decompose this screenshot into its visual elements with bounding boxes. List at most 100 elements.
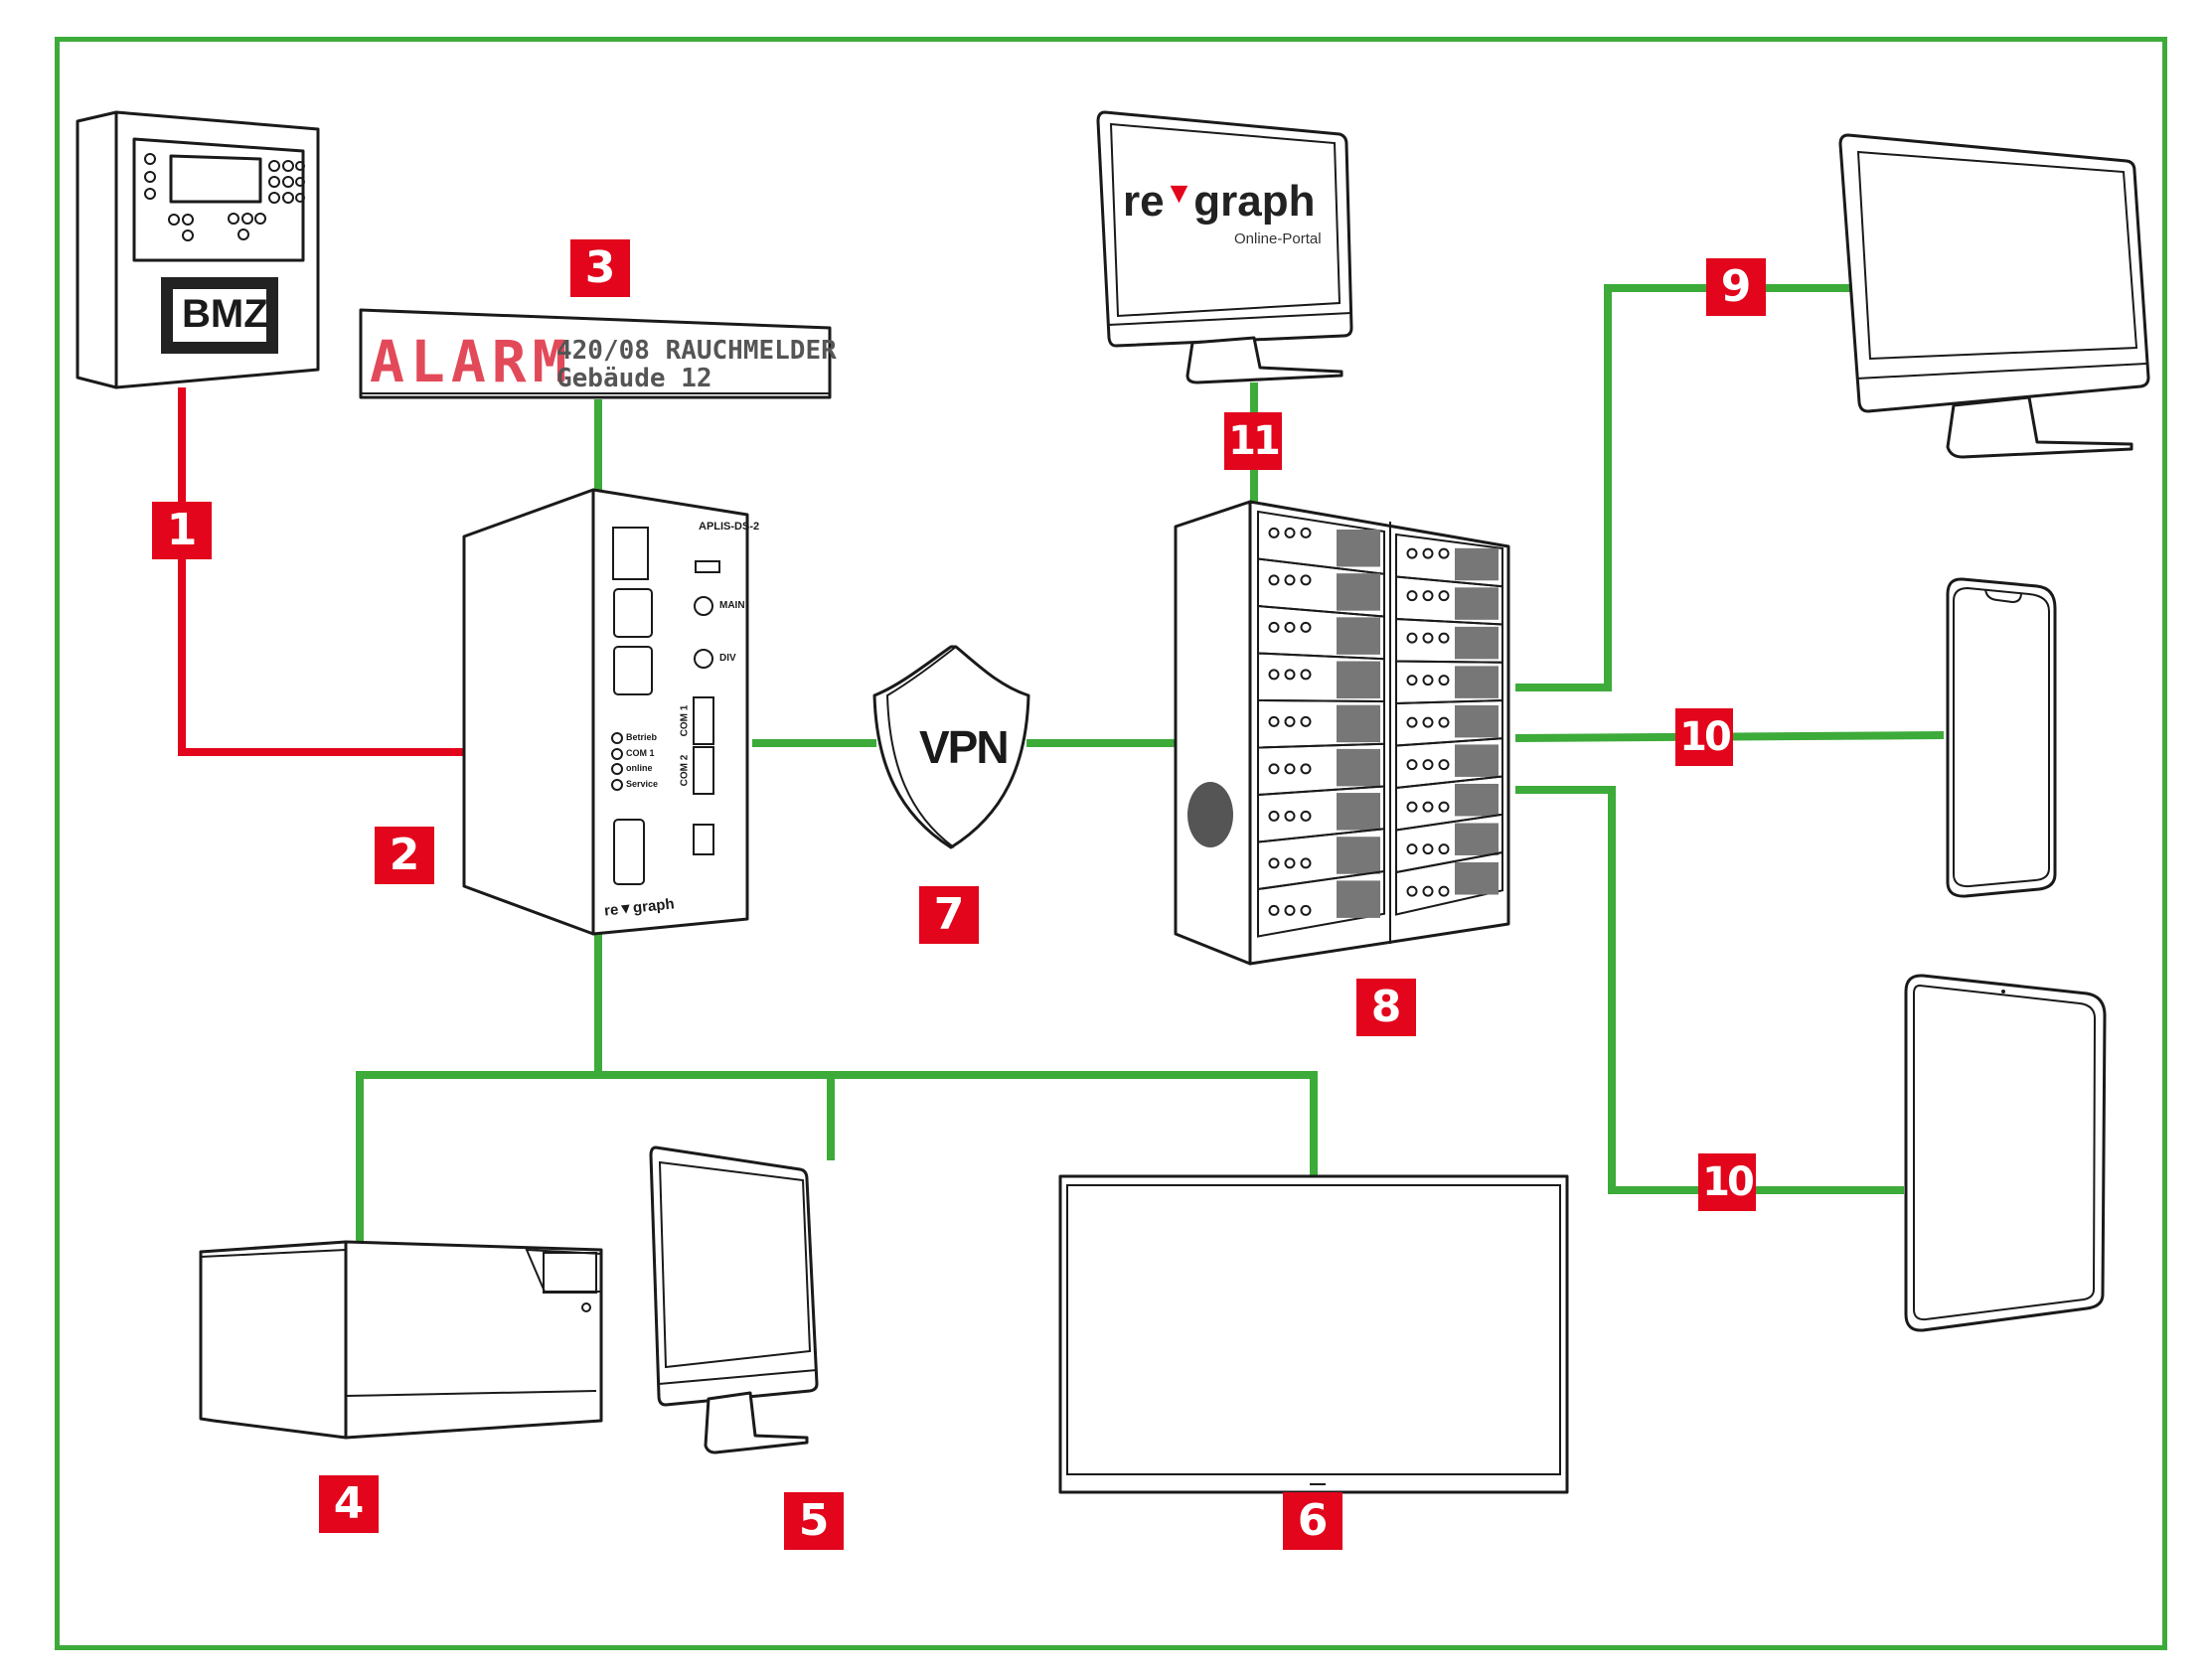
server-led-icon [1284,904,1296,916]
printer [199,1240,603,1440]
server-vent [1455,862,1499,895]
server-led-icon [1300,763,1312,775]
server-vent [1337,573,1380,611]
server-led-icon [1422,716,1434,728]
server-vent [1337,704,1380,743]
aplis-com1-label: COM 1 [679,704,691,737]
server-led-icon [1300,574,1312,586]
aplis-led-betrieb: Betrieb [626,732,658,742]
aplis-com2-label: COM 2 [679,754,691,787]
server-led-icon [1422,843,1434,855]
server-led-icon [1406,675,1418,687]
server-led-icon [1438,632,1450,644]
badge-4: 4 [319,1475,379,1533]
server-led-icon [1268,574,1280,586]
server-led-icon [1268,621,1280,633]
server-vent [1337,661,1380,699]
server-led-icon [1284,715,1296,727]
server-slot-right [1395,850,1503,916]
server-vent [1455,744,1499,777]
server-led-icon [1422,801,1434,813]
server-vent [1337,837,1380,874]
aplis-model-label: APLIS-DS-2 [699,521,760,533]
smartphone [1946,577,2057,898]
server-led-icon [1422,590,1434,602]
display-line-2: Gebäude 12 [556,364,712,393]
badge-10-phone: 10 [1675,708,1733,766]
server-led-icon [1406,590,1418,602]
aplis-gateway [462,488,749,936]
server-led-icon [1422,547,1434,559]
server-led-icon [1284,669,1296,681]
alarm-connection-line [178,387,464,756]
portal-brand-logo: re▼graph [1123,177,1316,226]
server-led-icon [1300,904,1312,916]
server-led-icon [1268,904,1280,916]
badge-5: 5 [784,1492,844,1550]
server-led-icon [1422,632,1434,644]
bmz-buttons [144,153,305,241]
badge-11: 11 [1224,412,1282,470]
server-led-icon [1268,810,1280,822]
badge-8: 8 [1356,979,1416,1036]
server-led-icon [1268,715,1280,727]
server-led-icon [1406,759,1418,771]
server-led-icon [1406,632,1418,644]
server-led-icon [1438,590,1450,602]
server-led-icon [1438,716,1450,728]
server-led-icon [1284,763,1296,775]
server-led-icon [1268,763,1280,775]
aplis-led-online: online [626,763,653,773]
badge-7: 7 [919,886,979,944]
server-vent [1337,793,1380,831]
server-led-icon [1406,547,1418,559]
server-vent [1337,617,1380,655]
server-led-icon [1438,547,1450,559]
bmz-panel [76,110,320,389]
server-vent [1455,783,1499,817]
server-slot-left [1257,869,1385,938]
server-led-icon [1406,716,1418,728]
badge-3: 3 [570,239,630,297]
server-led-icon [1300,621,1312,633]
server-vent [1337,748,1380,787]
monitor-5 [649,1145,819,1454]
server-led-icon [1438,843,1450,855]
server-led-icon [1284,574,1296,586]
server-led-icon [1422,885,1434,897]
display-alarm-text: ALARM [370,328,573,395]
server-led-icon [1438,885,1450,897]
server-rack [1174,500,1510,966]
server-led-icon [1300,715,1312,727]
server-led-icon [1438,801,1450,813]
status-leds [611,732,623,791]
local-bus-line [356,1071,1318,1264]
monitor-9 [1838,133,2150,459]
server-led-icon [1438,759,1450,771]
server-vent [1455,666,1499,698]
server-led-icon [1268,857,1280,869]
vpn-shield [872,645,1030,849]
server-led-icon [1268,669,1280,681]
server-led-icon [1284,810,1296,822]
server-to-tablet-line [1515,786,1904,1194]
server-vent [1337,880,1380,918]
portal-subtitle: Online-Portal [1234,230,1322,247]
bmz-label: BMZ [182,292,268,336]
vpn-label: VPN [919,721,1010,773]
badge-10-tablet: 10 [1698,1153,1756,1211]
server-led-icon [1406,885,1418,897]
server-vent [1455,704,1499,738]
server-led-icon [1422,759,1434,771]
aplis-led-service: Service [626,779,659,789]
badge-6: 6 [1283,1492,1342,1550]
server-led-icon [1406,843,1418,855]
server-slots [1257,510,1503,938]
aplis-led-com1: COM 1 [626,748,655,758]
server-vent [1455,587,1499,620]
led-display [359,308,832,399]
server-led-icon [1300,527,1312,538]
server-led-icon [1284,621,1296,633]
tablet [1904,974,2107,1332]
